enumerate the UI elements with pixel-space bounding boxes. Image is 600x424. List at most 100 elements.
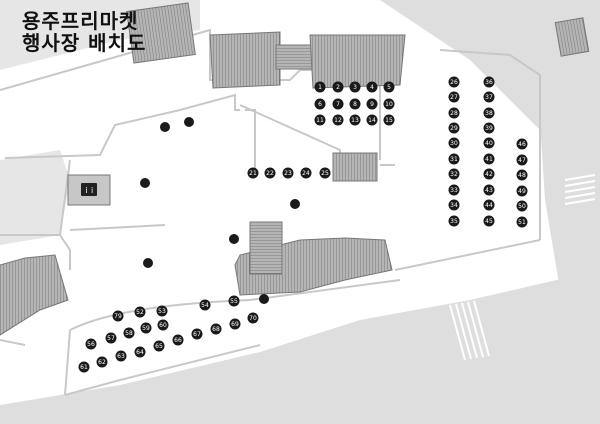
booth-6: 6 bbox=[314, 98, 326, 110]
building-small bbox=[332, 152, 378, 182]
booth-marker bbox=[349, 114, 361, 126]
booth-number: 8 bbox=[353, 101, 357, 108]
booth-34: 34 bbox=[448, 199, 460, 211]
booth-13: 13 bbox=[349, 114, 361, 126]
booth-marker bbox=[134, 346, 146, 358]
booth-marker bbox=[115, 350, 127, 362]
booth-number: 21 bbox=[249, 170, 257, 177]
booth-26: 26 bbox=[448, 76, 460, 88]
booth-marker bbox=[448, 215, 460, 227]
booth-3: 3 bbox=[349, 81, 361, 93]
booth-marker bbox=[123, 327, 135, 339]
buildings bbox=[0, 2, 590, 336]
booth-47: 47 bbox=[516, 154, 528, 166]
booth-69: 69 bbox=[229, 318, 241, 330]
booth-marker bbox=[112, 310, 124, 322]
booth-number: 38 bbox=[485, 110, 493, 117]
booth-number: 11 bbox=[316, 117, 324, 124]
booth-marker bbox=[448, 153, 460, 165]
booth-marker bbox=[319, 167, 331, 179]
booth-79: 79 bbox=[112, 310, 124, 322]
booth-number: 3 bbox=[353, 84, 357, 91]
booth-marker bbox=[247, 167, 259, 179]
booth-marker bbox=[366, 98, 378, 110]
booth-65: 65 bbox=[153, 340, 165, 352]
booth-number: 65 bbox=[155, 343, 163, 350]
booth-14: 14 bbox=[366, 114, 378, 126]
booth-number: 6 bbox=[318, 101, 322, 108]
booth-33: 33 bbox=[448, 184, 460, 196]
booth-35: 35 bbox=[448, 215, 460, 227]
booth-marker bbox=[349, 98, 361, 110]
booth-marker bbox=[191, 328, 203, 340]
booth-number: 48 bbox=[518, 172, 526, 179]
booth-56: 56 bbox=[85, 338, 97, 350]
booth-70: 70 bbox=[247, 312, 259, 324]
booth-number: 70 bbox=[249, 315, 257, 322]
booth-60: 60 bbox=[157, 319, 169, 331]
booth-marker bbox=[516, 138, 528, 150]
booth-marker bbox=[78, 361, 90, 373]
booth-marker bbox=[448, 137, 460, 149]
booth-29: 29 bbox=[448, 122, 460, 134]
booth-number: 57 bbox=[107, 335, 115, 342]
booth-number: 10 bbox=[385, 101, 393, 108]
booth-5: 5 bbox=[383, 81, 395, 93]
booth-number: 2 bbox=[336, 84, 340, 91]
booth-number: 60 bbox=[159, 322, 167, 329]
booth-number: 47 bbox=[518, 157, 526, 164]
booth-64: 64 bbox=[134, 346, 146, 358]
booth-22: 22 bbox=[264, 167, 276, 179]
booth-39: 39 bbox=[483, 122, 495, 134]
booth-number: 22 bbox=[266, 170, 274, 177]
booth-28: 28 bbox=[448, 107, 460, 119]
plaza-dot bbox=[160, 122, 170, 132]
booth-number: 45 bbox=[485, 218, 493, 225]
booth-marker bbox=[383, 98, 395, 110]
booth-marker bbox=[153, 340, 165, 352]
svg-text:i: i bbox=[91, 186, 93, 195]
booth-number: 25 bbox=[321, 170, 329, 177]
booth-number: 61 bbox=[80, 364, 88, 371]
plaza-dot bbox=[184, 117, 194, 127]
booth-number: 55 bbox=[230, 298, 238, 305]
booth-marker bbox=[516, 169, 528, 181]
booth-marker bbox=[448, 91, 460, 103]
booth-marker bbox=[366, 81, 378, 93]
plaza-dot bbox=[143, 258, 153, 268]
booth-marker bbox=[228, 295, 240, 307]
booth-number: 14 bbox=[368, 117, 376, 124]
booth-15: 15 bbox=[383, 114, 395, 126]
booth-number: 5 bbox=[387, 84, 391, 91]
plaza-dot bbox=[229, 234, 239, 244]
booth-marker bbox=[332, 114, 344, 126]
booth-number: 13 bbox=[351, 117, 359, 124]
booth-marker bbox=[199, 299, 211, 311]
booth-11: 11 bbox=[314, 114, 326, 126]
booth-marker bbox=[448, 107, 460, 119]
building-topleft bbox=[126, 2, 196, 64]
booth-marker bbox=[247, 312, 259, 324]
booth-number: 42 bbox=[485, 171, 493, 178]
booth-number: 27 bbox=[450, 94, 458, 101]
booth-number: 59 bbox=[142, 325, 150, 332]
booth-marker bbox=[448, 184, 460, 196]
booth-marker bbox=[314, 114, 326, 126]
booth-number: 49 bbox=[518, 188, 526, 195]
booth-marker bbox=[516, 185, 528, 197]
booth-48: 48 bbox=[516, 169, 528, 181]
booth-marker bbox=[96, 356, 108, 368]
booth-55: 55 bbox=[228, 295, 240, 307]
booth-49: 49 bbox=[516, 185, 528, 197]
booth-number: 66 bbox=[174, 337, 182, 344]
booth-number: 28 bbox=[450, 110, 458, 117]
building-bottom-tower bbox=[249, 221, 283, 275]
booth-54: 54 bbox=[199, 299, 211, 311]
booth-marker bbox=[282, 167, 294, 179]
booth-number: 1 bbox=[318, 84, 322, 91]
booth-number: 53 bbox=[158, 308, 166, 315]
booth-number: 7 bbox=[336, 101, 340, 108]
booth-63: 63 bbox=[115, 350, 127, 362]
booth-4: 4 bbox=[366, 81, 378, 93]
booth-52: 52 bbox=[134, 306, 146, 318]
